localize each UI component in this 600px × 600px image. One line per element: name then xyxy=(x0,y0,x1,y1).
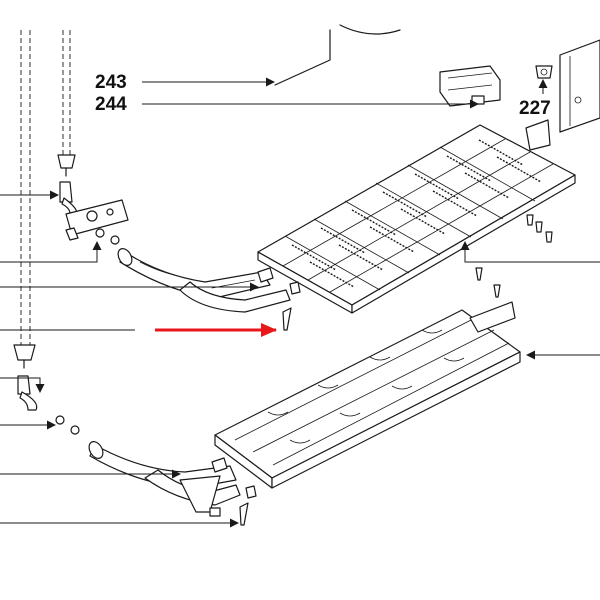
callout-244: 244 xyxy=(95,94,479,115)
left-gas-tubes xyxy=(13,30,76,369)
callout-244-label: 244 xyxy=(95,94,127,115)
lower-burner-tube xyxy=(88,441,257,526)
lower-burner-shield xyxy=(214,301,521,489)
bracket-part-244 xyxy=(439,65,501,107)
cabinet-top-outline xyxy=(274,24,600,133)
upper-valve-assembly xyxy=(59,181,129,245)
callout-243: 243 xyxy=(95,72,275,93)
mounting-screws xyxy=(475,214,553,298)
lower-valve-assembly xyxy=(17,375,80,435)
callout-243-label: 243 xyxy=(95,72,127,93)
callout-227: 227 xyxy=(519,79,551,119)
reference-leaders xyxy=(0,190,600,528)
fitting-part-227 xyxy=(535,65,553,79)
callout-227-label: 227 xyxy=(519,98,551,119)
